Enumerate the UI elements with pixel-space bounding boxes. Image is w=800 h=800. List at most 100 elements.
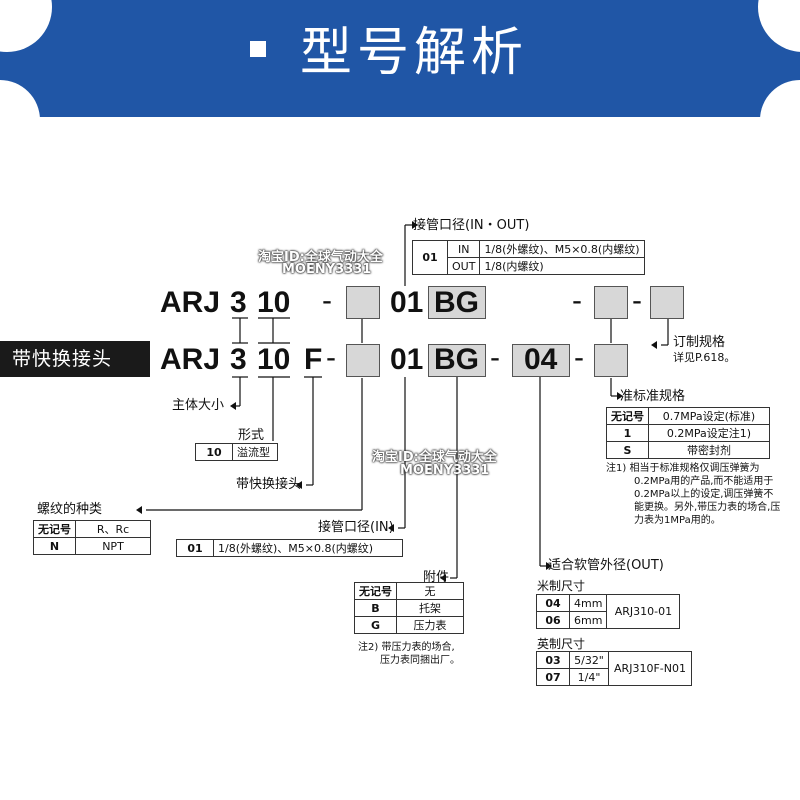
form-code: 10 [257, 343, 291, 376]
inch-key: 07 [536, 668, 570, 686]
inch-table: 03 5/32" ARJ310F-N01 07 1/4" [536, 651, 692, 686]
inch-title: 英制尺寸 [537, 637, 586, 651]
port-in-code: 01 [176, 539, 214, 557]
arrow-icon [546, 562, 552, 570]
form-code: 10 [257, 286, 291, 319]
accessory-note: 压力表同捆出厂。 [380, 655, 460, 666]
accessory-key: G [354, 616, 397, 634]
inch-model: ARJ310F-N01 [608, 651, 692, 686]
watermark-text: MOENY3331 [282, 262, 372, 277]
accessory-key: B [354, 599, 397, 617]
metric-value: 6mm [568, 611, 608, 629]
series-code: ARJ [160, 286, 221, 319]
accessory-value: 托架 [396, 599, 464, 617]
port-in-table: 01 1/8(外螺纹)、M5×0.8(内螺纹) [176, 539, 403, 557]
arrow-icon [440, 574, 446, 582]
tube-box [512, 344, 570, 377]
metric-value: 4mm [568, 594, 608, 612]
quick-connector-label: 带快换接头 [0, 341, 150, 377]
port-in-value: 1/8(外螺纹)、M5×0.8(内螺纹) [479, 240, 645, 258]
separator: - [574, 341, 584, 374]
watermark-text: 淘宝ID:全球气动大全 [372, 450, 497, 465]
accessory-title: 附件 [423, 570, 450, 585]
port-code: 01 [390, 343, 424, 376]
metric-key: 04 [536, 594, 570, 612]
quick-title: 带快换接头 [236, 477, 302, 492]
port-in-value: 1/8(外螺纹)、M5×0.8(内螺纹) [213, 539, 403, 557]
inch-value: 5/32" [569, 651, 609, 669]
port-inout-table: 01 IN 1/8(外螺纹)、M5×0.8(内螺纹) OUT 1/8(内螺纹) [412, 240, 645, 275]
accessory-box [428, 286, 486, 319]
separator: - [326, 341, 336, 374]
thread-type-title: 螺纹的种类 [37, 502, 103, 517]
form-code-cell: 10 [195, 443, 233, 461]
arrow-icon [136, 506, 142, 514]
semi-std-key: S [606, 441, 649, 459]
page-title: 型号解析 [300, 23, 529, 83]
semi-std-key: 无记号 [606, 407, 649, 425]
separator: - [572, 284, 582, 317]
port-out-value: 1/8(内螺纹) [479, 257, 645, 275]
inch-value: 1/4" [569, 668, 609, 686]
semi-std-title: 准标准规格 [620, 389, 686, 404]
arrow-icon [230, 402, 236, 410]
semi-std-value: 带密封剂 [648, 441, 770, 459]
accessory-table: 无记号 无 B 托架 G 压力表 [354, 582, 464, 634]
quick-code: F [304, 343, 323, 376]
port-in-title: 接管口径(IN) [318, 520, 394, 535]
arrow-icon [617, 392, 623, 400]
custom-spec-ref: 详见P.618。 [673, 351, 736, 364]
semi-std-key: 1 [606, 424, 649, 442]
accessory-box [428, 344, 486, 377]
thread-key: N [33, 537, 76, 555]
size-digit: 3 [230, 343, 247, 376]
accessory-code: BG [434, 286, 479, 319]
accessory-key: 无记号 [354, 582, 397, 600]
thread-value: R、Rc [75, 520, 151, 538]
accessory-value: 压力表 [396, 616, 464, 634]
separator: - [322, 284, 332, 317]
port-in-key: IN [446, 240, 481, 258]
arrow-icon [388, 524, 394, 532]
accessory-value: 无 [396, 582, 464, 600]
option-box [594, 286, 628, 319]
semi-std-value: 0.2MPa设定注1) [648, 424, 770, 442]
semi-std-note: 注1) 相当于标准规格仅调压弹簧为 [606, 463, 760, 474]
option-box [346, 344, 380, 377]
option-box [346, 286, 380, 319]
semi-std-value: 0.7MPa设定(标准) [648, 407, 770, 425]
square-bullet-icon [250, 41, 266, 57]
semi-std-table: 无记号 0.7MPa设定(标准) 1 0.2MPa设定注1) S 带密封剂 [606, 407, 770, 459]
form-title: 形式 [238, 428, 265, 443]
form-table: 10 溢流型 [195, 443, 278, 461]
arrow-icon [651, 341, 657, 349]
size-digit: 3 [230, 286, 247, 319]
header-banner: 型号解析 [0, 0, 800, 117]
arrow-icon [296, 481, 302, 489]
body-size-title: 主体大小 [172, 398, 225, 413]
semi-std-note: 0.2MPa以上的设定,调压弹簧不 [634, 489, 774, 500]
watermark-text: MOENY3331 [400, 463, 490, 478]
port-out-key: OUT [446, 257, 481, 275]
thread-type-table: 无记号 R、Rc N NPT [33, 520, 151, 555]
option-box [650, 286, 684, 319]
tube-code: 04 [524, 343, 558, 376]
separator: - [490, 341, 500, 374]
accessory-note: 注2) 带压力表的场合, [358, 642, 455, 653]
arrow-icon [412, 221, 418, 229]
thread-value: NPT [75, 537, 151, 555]
option-box [594, 344, 628, 377]
inch-key: 03 [536, 651, 570, 669]
semi-std-note: 力表为1MPa用的。 [634, 515, 721, 526]
form-value-cell: 溢流型 [232, 443, 278, 461]
tube-title: 适合软管外径(OUT) [548, 558, 664, 573]
metric-model: ARJ310-01 [606, 594, 681, 629]
series-code: ARJ [160, 343, 221, 376]
metric-key: 06 [536, 611, 570, 629]
accessory-code: BG [434, 343, 479, 376]
semi-std-note: 能更换。另外,带压力表的场合,压 [634, 502, 781, 513]
custom-spec-title: 订制规格 [673, 335, 726, 350]
port-code: 01 [390, 286, 424, 319]
semi-std-note: 0.2MPa用的产品,而不能适用于 [634, 476, 774, 487]
